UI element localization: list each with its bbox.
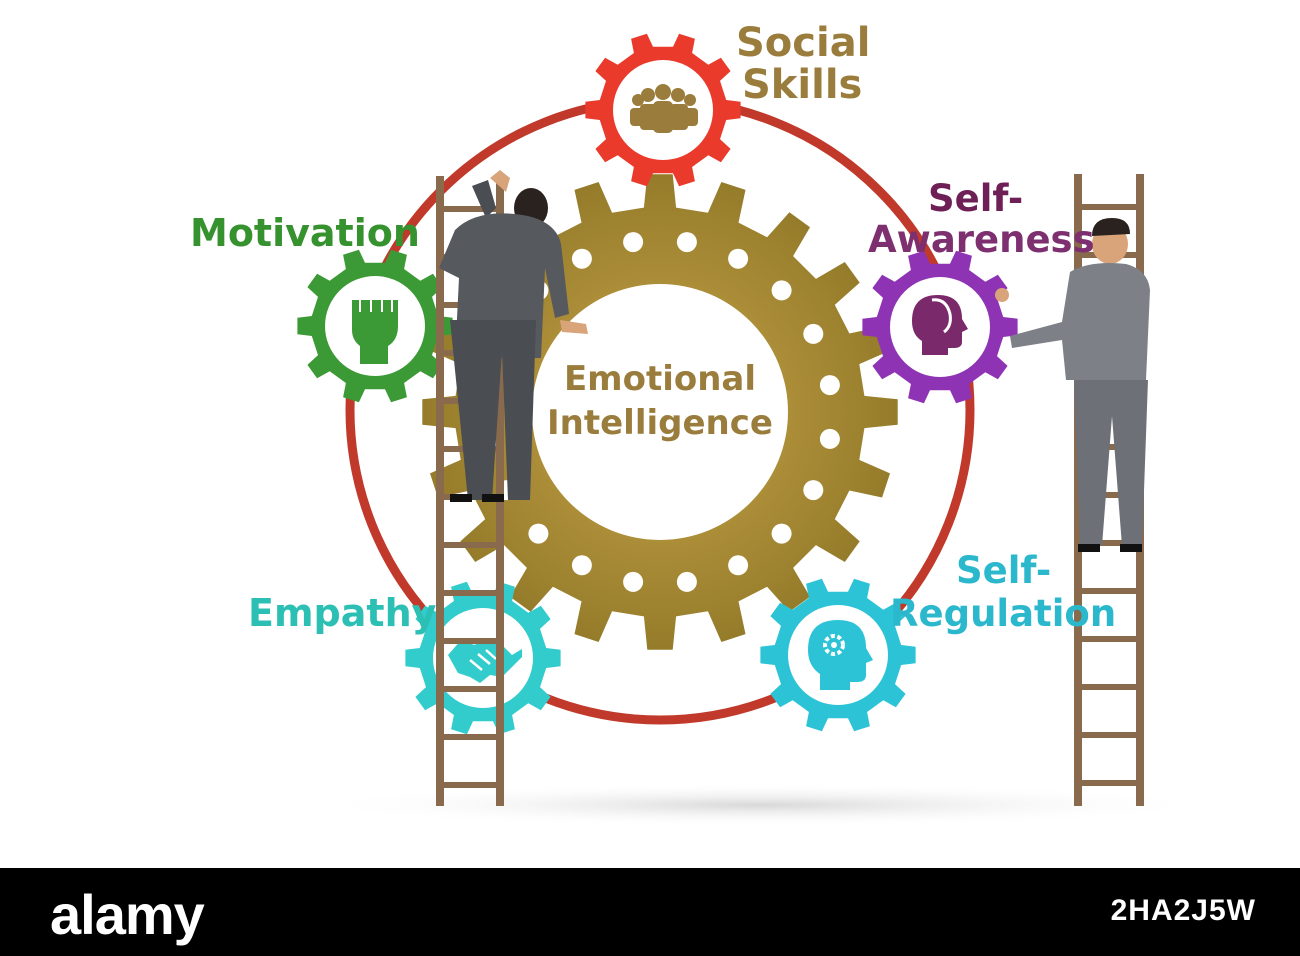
diagram-svg — [297, 33, 1220, 827]
label-awareness-line2: Awareness — [868, 217, 1095, 261]
label-self-regulation: Self- Regulation — [890, 549, 1117, 635]
floor-shadow — [300, 783, 1220, 827]
label-regulation-line2: Regulation — [890, 591, 1117, 635]
label-regulation-line1: Self- — [956, 549, 1052, 592]
center-title-line2: Intelligence — [547, 402, 773, 443]
watermark-bar: alamy 2HA2J5W — [0, 868, 1300, 956]
label-social-skills: Social Skills — [732, 22, 870, 106]
label-motivation: Motivation — [190, 211, 420, 255]
label-awareness-line1: Self- — [928, 177, 1024, 220]
businessman-right — [995, 218, 1150, 552]
people-group-icon — [630, 84, 698, 133]
raised-fist-icon — [333, 284, 417, 368]
center-title: Emotional Intelligence — [520, 359, 800, 443]
label-self-awareness: Self- Awareness — [868, 177, 1095, 261]
diagram-canvas: Emotional Intelligence Social Skills Sel… — [190, 22, 1220, 827]
businessman-left — [439, 170, 588, 502]
head-profile-icon — [898, 285, 982, 369]
label-social-line2: Skills — [742, 62, 863, 108]
image-id: 2HA2J5W — [1110, 894, 1256, 927]
center-title-line1: Emotional — [563, 359, 757, 399]
label-empathy: Empathy — [248, 591, 437, 635]
head-gear-icon — [796, 613, 880, 697]
watermark-brand: alamy — [50, 883, 205, 946]
label-social-line1: Social — [736, 20, 871, 66]
